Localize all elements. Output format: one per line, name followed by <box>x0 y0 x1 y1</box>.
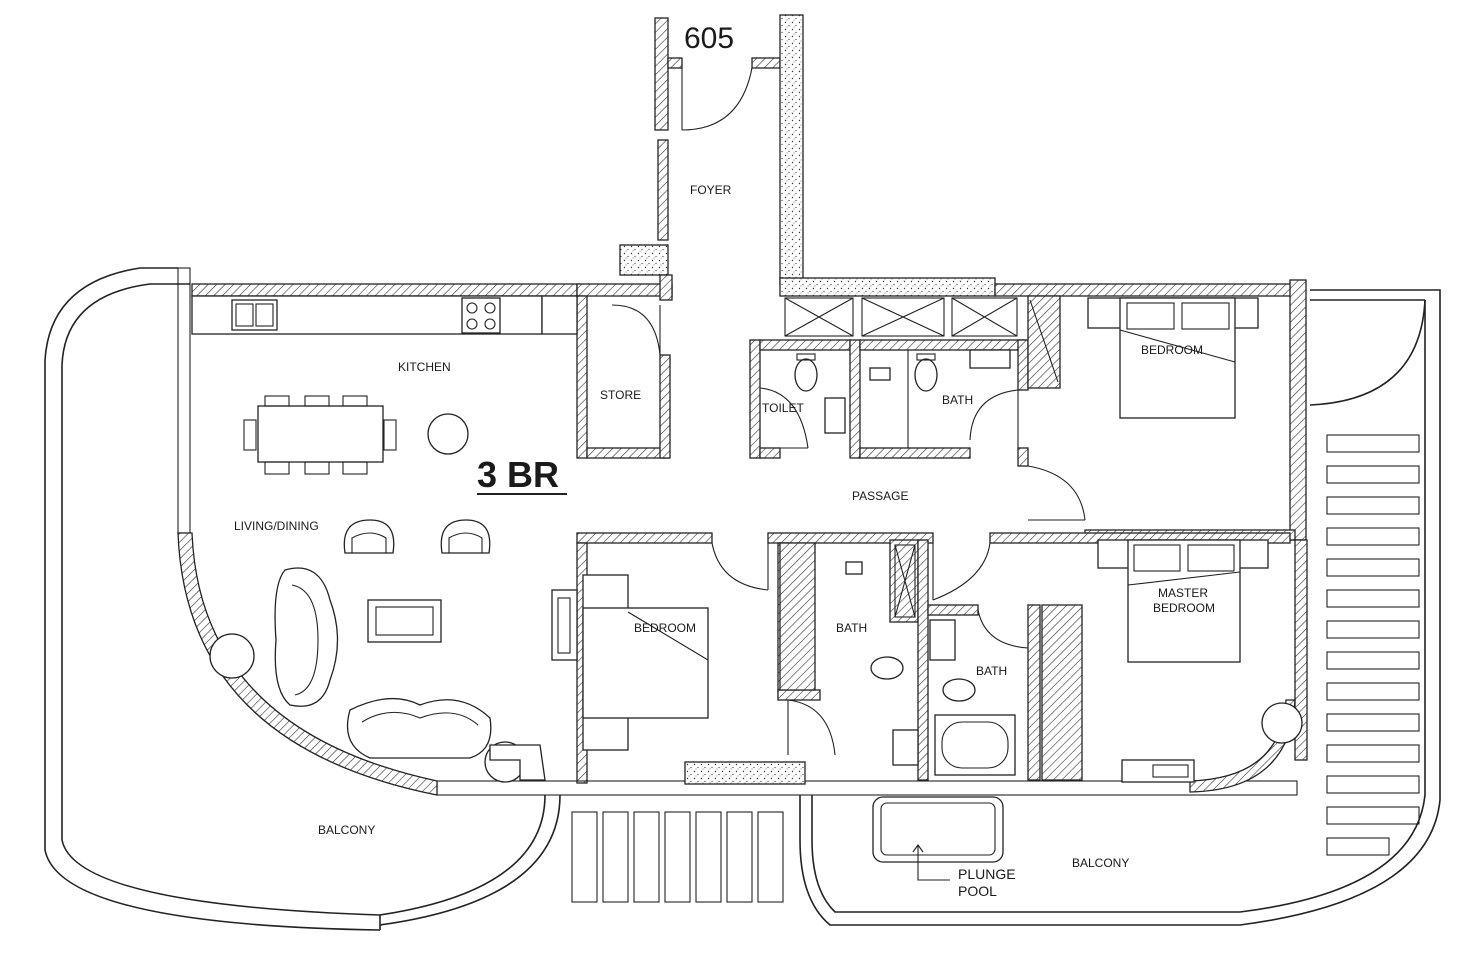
passage-label: PASSAGE <box>852 489 908 503</box>
bedroom-mid-label: BEDROOM <box>634 621 696 635</box>
room-labels: 605 3 BR FOYER KITCHEN STORE TOILET BATH… <box>234 22 1215 899</box>
plunge-pool-label-2: POOL <box>958 883 997 899</box>
bath-top-label: BATH <box>942 393 973 407</box>
master-bedroom-label-1: MASTER <box>1158 586 1208 600</box>
unit-type-label: 3 BR <box>477 454 559 495</box>
bath-mid-label: BATH <box>836 621 867 635</box>
bath-master-label: BATH <box>976 664 1007 678</box>
unit-number: 605 <box>684 22 734 55</box>
kitchen-label: KITCHEN <box>398 360 451 374</box>
plunge-pool-label-1: PLUNGE <box>958 866 1016 882</box>
living-dining-label: LIVING/DINING <box>234 519 319 533</box>
foyer-label: FOYER <box>690 183 732 197</box>
toilet-label: TOILET <box>762 401 804 415</box>
store-label: STORE <box>600 388 641 402</box>
balcony-left-label: BALCONY <box>318 823 375 837</box>
doors <box>611 67 1086 756</box>
bedroom-top-label: BEDROOM <box>1141 343 1203 357</box>
furniture <box>191 295 1420 903</box>
master-bedroom-label-2: BEDROOM <box>1153 601 1215 615</box>
balcony-right-label: BALCONY <box>1072 856 1129 870</box>
